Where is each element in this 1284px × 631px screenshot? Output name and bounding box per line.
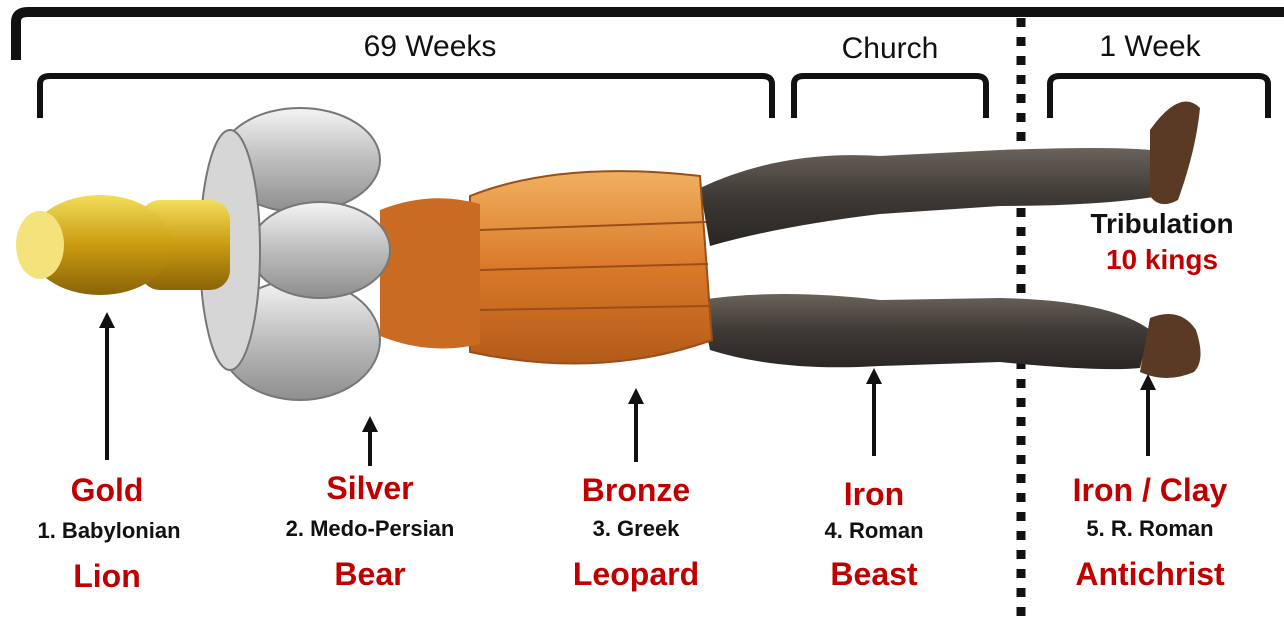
kingdom-3-beast: Leopard (532, 556, 740, 593)
label-church: Church (810, 32, 970, 66)
bracket-one-week (1050, 76, 1268, 118)
kingdom-5-beast: Antichrist (1040, 556, 1260, 593)
kingdom-2-metal: Silver (262, 470, 478, 507)
kingdom-2-empire: 2. Medo-Persian (238, 516, 502, 542)
tribulation-title: Tribulation (1052, 208, 1272, 240)
kingdom-4-empire: 4. Roman (776, 518, 972, 544)
tribulation-kings: 10 kings (1052, 244, 1272, 276)
kingdom-3-metal: Bronze (532, 472, 740, 509)
kingdom-5-empire: 5. R. Roman (1040, 516, 1260, 542)
statue-head-gold (16, 195, 230, 295)
bracket-church (794, 76, 986, 118)
statue-belly-bronze (380, 171, 712, 363)
kingdom-5-metal: Iron / Clay (1040, 472, 1260, 509)
kingdom-4-beast: Beast (776, 556, 972, 593)
kingdom-4-metal: Iron (776, 476, 972, 513)
kingdom-3-empire: 3. Greek (532, 516, 740, 542)
kingdom-1-empire: 1. Babylonian (2, 518, 216, 544)
bracket-69-weeks (40, 76, 772, 118)
label-one-week: 1 Week (1070, 30, 1230, 64)
label-69-weeks: 69 Weeks (300, 30, 560, 64)
kingdom-2-beast: Bear (262, 556, 478, 593)
kingdom-1-metal: Gold (7, 472, 207, 509)
kingdom-1-beast: Lion (7, 558, 207, 595)
